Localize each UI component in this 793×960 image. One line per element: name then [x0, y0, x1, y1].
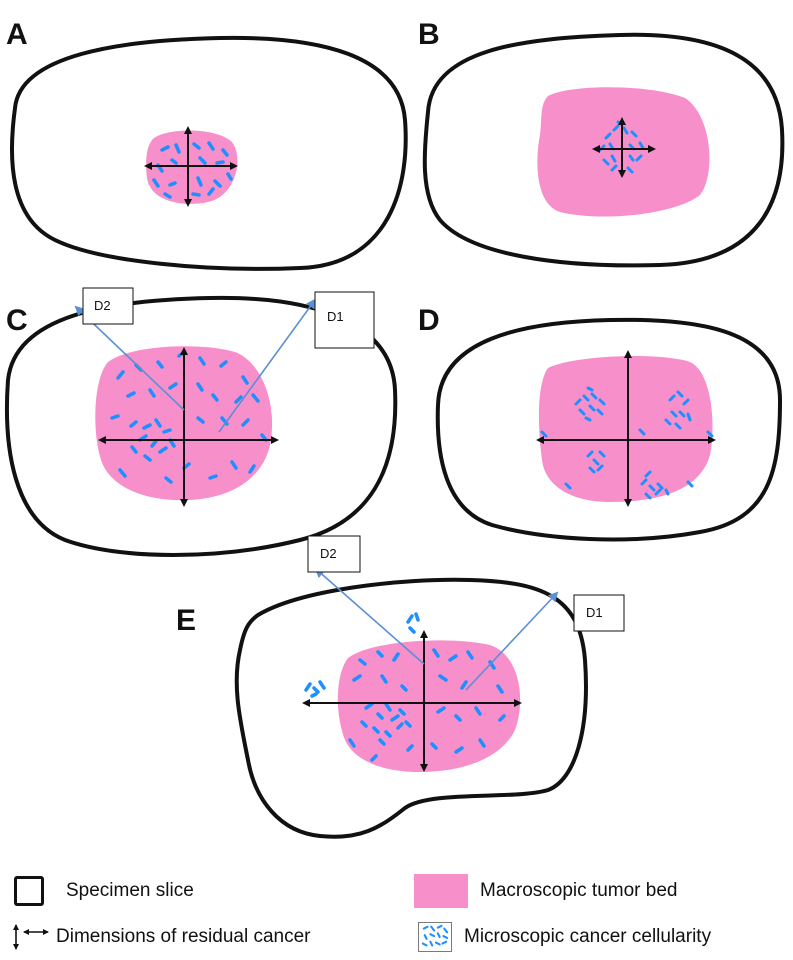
dimension-label-box-e-d1: D1: [573, 594, 625, 632]
panel-a: A: [6, 18, 408, 271]
panel-label-e: E: [176, 604, 196, 637]
svg-text:D1: D1: [327, 309, 344, 324]
leader-lines-e: [314, 567, 559, 691]
dimension-arrows-b: [592, 117, 656, 178]
legend-item-dimensions: Dimensions of residual cancer: [12, 922, 311, 952]
panel-label-a: A: [6, 18, 28, 51]
dimension-arrows-d: [536, 350, 716, 507]
svg-text:D2: D2: [320, 546, 337, 561]
dimension-label-box-e-d2: D2: [307, 535, 361, 573]
tumor-bed-swatch-icon: [414, 874, 468, 908]
panel-b: B: [418, 18, 785, 268]
cancer-cells-d: [540, 386, 714, 500]
legend-item-cellularity: Microscopic cancer cellularity: [418, 922, 711, 952]
panel-e: E D2 D1: [176, 535, 625, 839]
panel-label-d: D: [418, 304, 440, 337]
svg-text:D1: D1: [586, 605, 603, 620]
dimension-arrows-c: [98, 347, 279, 507]
legend: Specimen slice Macroscopic tumor bed Dim…: [0, 868, 793, 960]
svg-text:D2: D2: [94, 298, 111, 313]
panel-label-c: C: [6, 304, 28, 337]
legend-label-tumor-bed: Macroscopic tumor bed: [480, 880, 678, 901]
cancer-cells-swatch-icon: [418, 922, 452, 952]
tumor-bed-b: [537, 87, 710, 217]
specimen-slice-swatch-icon: [14, 876, 44, 906]
dimension-label-box-c-d1: D1: [314, 291, 375, 349]
cancer-cells-e: [304, 612, 506, 762]
tumor-bed-d: [538, 356, 713, 502]
dimension-arrows-a: [144, 126, 238, 207]
legend-label-specimen-slice: Specimen slice: [66, 880, 194, 901]
panel-d: D: [418, 304, 783, 542]
panel-c: C D2 D1: [4, 287, 398, 557]
tumor-bed-e: [337, 640, 521, 772]
panel-label-b: B: [418, 18, 440, 51]
dimension-arrows-e: [302, 630, 522, 772]
legend-label-dimensions: Dimensions of residual cancer: [56, 926, 311, 947]
legend-label-cellularity: Microscopic cancer cellularity: [464, 926, 712, 947]
dimension-label-box-c-d2: D2: [82, 287, 134, 325]
legend-item-specimen-slice: Specimen slice: [14, 876, 194, 906]
legend-item-tumor-bed: Macroscopic tumor bed: [414, 874, 677, 908]
dimension-arrows-icon: [13, 924, 49, 950]
